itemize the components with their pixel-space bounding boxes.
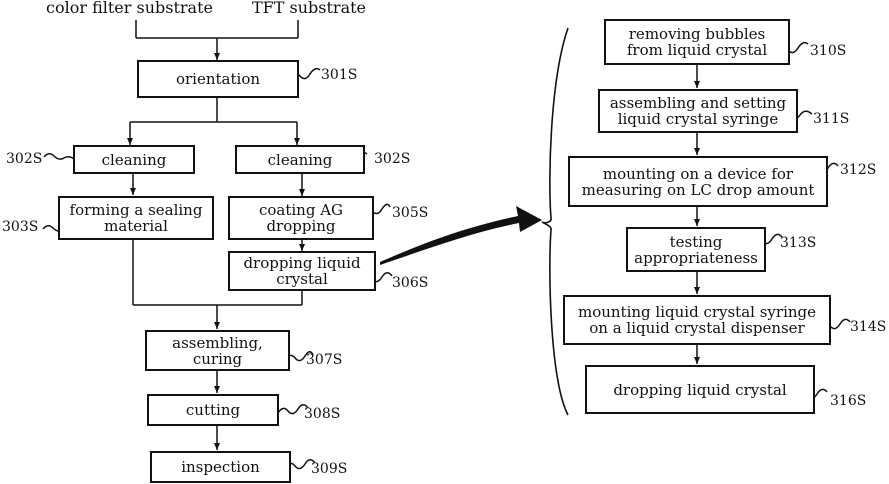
color-filter-substrate-label: color filter substrate xyxy=(46,0,213,16)
cleaning-left-ref: 302S xyxy=(6,152,42,166)
inspection-box: inspection xyxy=(150,451,291,483)
sealing-material-ref: 303S xyxy=(2,220,38,234)
sealing-material-box: forming a sealing material xyxy=(58,196,214,240)
removing-bubbles-ref: 310S xyxy=(810,44,846,58)
testing-ref: 313S xyxy=(780,236,816,250)
measuring-device-box: mounting on a device for measuring on LC… xyxy=(568,156,828,207)
coating-ag-ref: 305S xyxy=(392,206,428,220)
dropping-lc-box: dropping liquid crystal xyxy=(228,251,376,291)
testing-box: testing appropriateness xyxy=(626,227,766,272)
cleaning-left-box: cleaning xyxy=(73,145,195,174)
dropping-final-box: dropping liquid crystal xyxy=(585,365,815,414)
cleaning-right-ref: 302S xyxy=(374,152,410,166)
measuring-device-ref: 312S xyxy=(840,163,876,177)
syringe-setup-ref: 311S xyxy=(813,112,849,126)
assembling-curing-ref: 307S xyxy=(306,353,342,367)
dropping-final-ref: 316S xyxy=(830,394,866,408)
cleaning-right-box: cleaning xyxy=(235,145,365,174)
tft-substrate-label: TFT substrate xyxy=(252,0,366,16)
cutting-ref: 308S xyxy=(304,407,340,421)
dispenser-box: mounting liquid crystal syringe on a liq… xyxy=(563,295,831,345)
syringe-setup-box: assembling and setting liquid crystal sy… xyxy=(598,89,798,133)
coating-ag-box: coating AG dropping xyxy=(228,196,374,240)
dropping-lc-ref: 306S xyxy=(392,276,428,290)
assembling-curing-box: assembling, curing xyxy=(145,330,290,371)
cutting-box: cutting xyxy=(147,394,279,426)
removing-bubbles-box: removing bubbles from liquid crystal xyxy=(604,19,790,65)
orientation-box: orientation xyxy=(137,60,299,98)
inspection-ref: 309S xyxy=(311,462,347,476)
orientation-ref: 301S xyxy=(321,68,357,82)
dispenser-ref: 314S xyxy=(850,320,886,334)
